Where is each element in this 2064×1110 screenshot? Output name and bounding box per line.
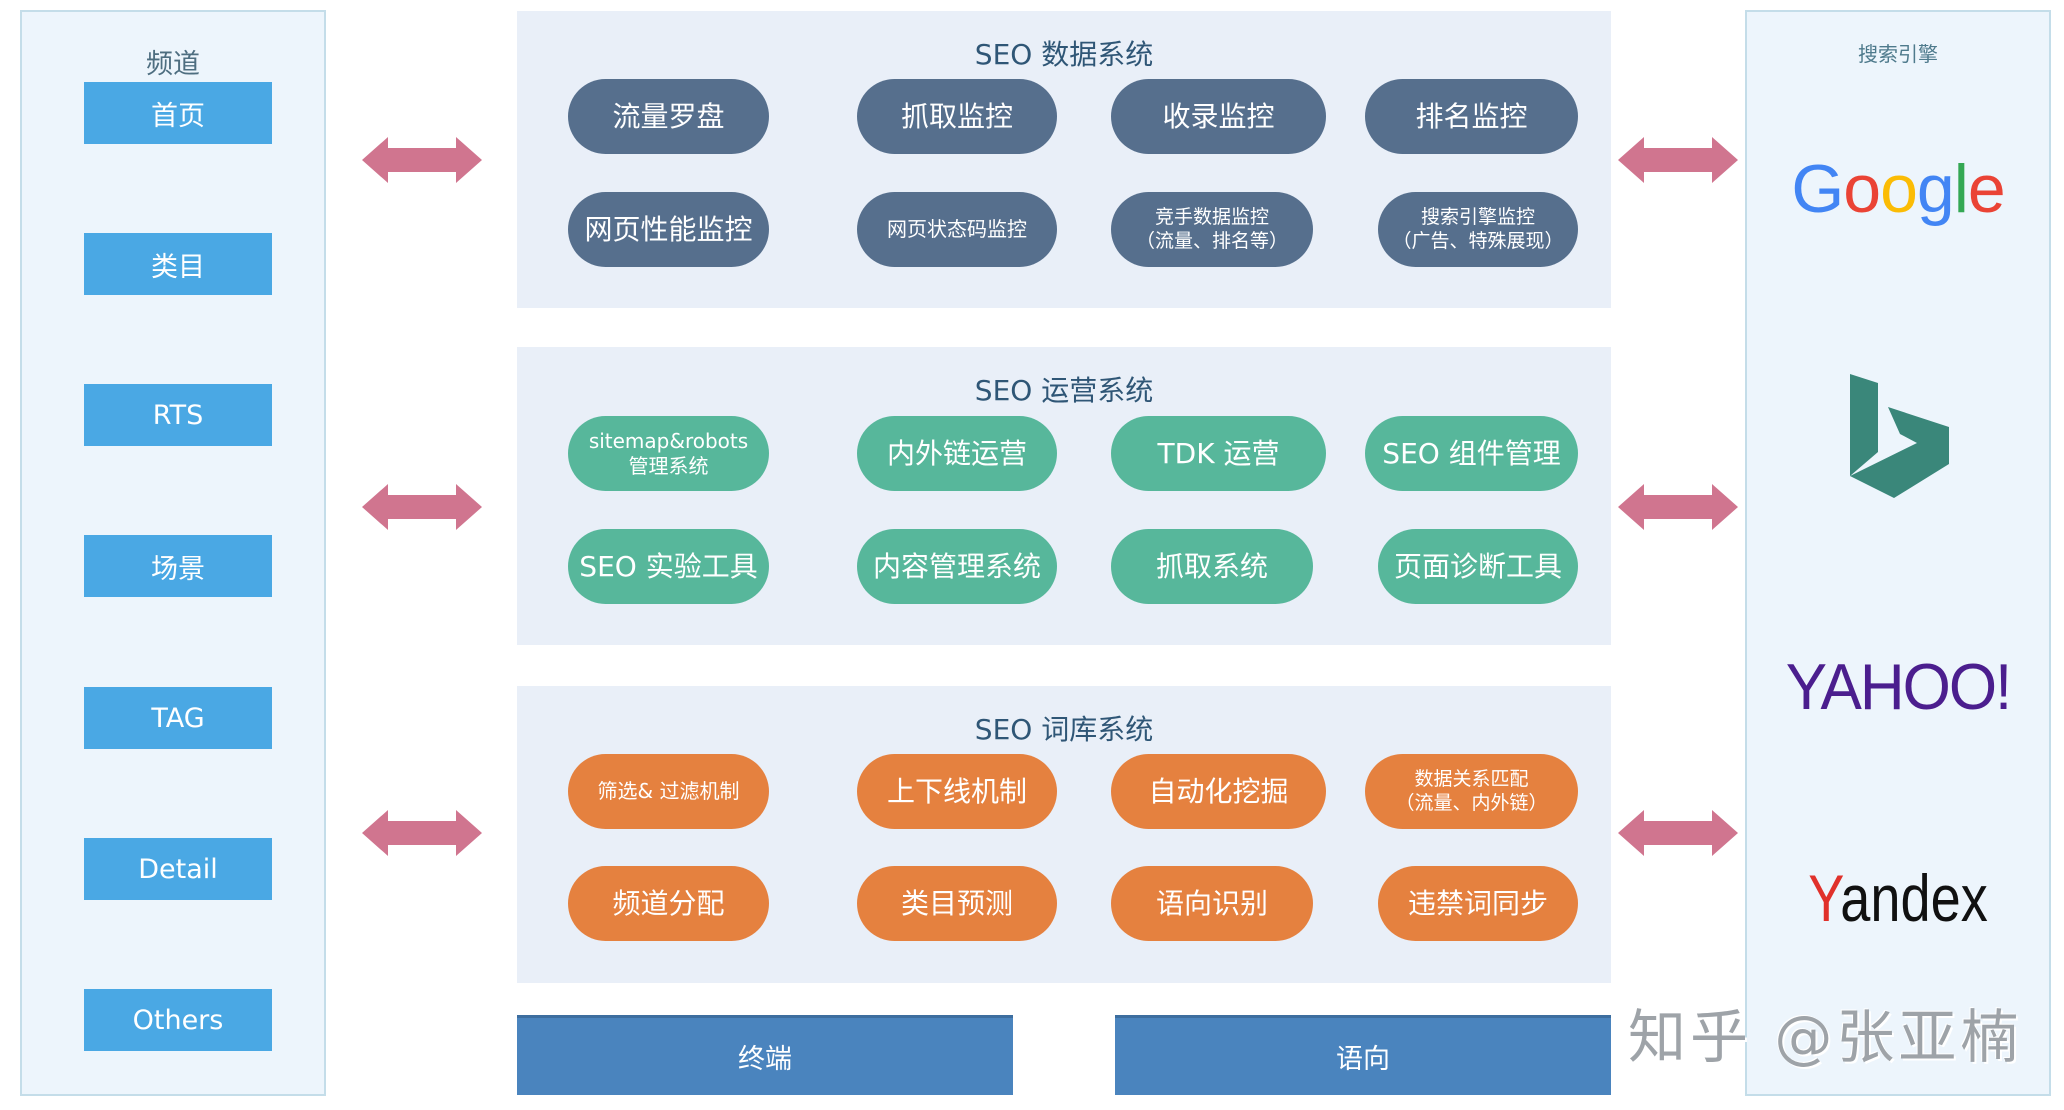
yandex-first-letter: Y: [1808, 861, 1841, 935]
system-item-label: 抓取监控: [900, 100, 1013, 133]
double-arrow-icon: [1618, 810, 1738, 856]
system-item[interactable]: 筛选& 过滤机制: [568, 754, 769, 829]
seo-operations-system-panel: SEO 运营系统 sitemap&robots 管理系统 内外链运营 TDK 运…: [517, 347, 1611, 645]
terminal-bar[interactable]: 终端: [517, 1015, 1013, 1095]
language-direction-bar[interactable]: 语向: [1115, 1015, 1611, 1095]
system-item-label: 内容管理系统: [872, 550, 1041, 583]
system-item-label: 网页状态码监控: [887, 217, 1027, 241]
yahoo-logo[interactable]: YAHOO!: [1785, 651, 2013, 724]
double-arrow-icon: [1618, 137, 1738, 183]
watermark: 知乎 @张亚楠: [1628, 1003, 2023, 1071]
double-arrow-icon: [362, 484, 482, 530]
system-item[interactable]: 页面诊断工具: [1378, 529, 1578, 604]
system-item-label: sitemap&robots: [588, 428, 749, 453]
panel-title: SEO 词库系统: [974, 713, 1154, 746]
system-item[interactable]: SEO 实验工具: [568, 529, 769, 604]
system-item-label: 排名监控: [1415, 100, 1528, 133]
double-arrow-icon: [362, 137, 482, 183]
search-engine-panel-title: 搜索引擎: [1858, 42, 1938, 66]
system-item[interactable]: TDK 运营: [1111, 416, 1326, 491]
system-item[interactable]: 内容管理系统: [857, 529, 1057, 604]
bing-logo-icon[interactable]: [1850, 374, 1950, 503]
channel-item-others[interactable]: Others: [84, 989, 272, 1051]
double-arrow-icon: [362, 810, 482, 856]
system-item[interactable]: 数据关系匹配 （流量、内外链）: [1365, 754, 1578, 829]
google-letter: G: [1791, 151, 1844, 227]
system-item[interactable]: 抓取系统: [1111, 529, 1313, 604]
system-item-label: 收录监控: [1162, 100, 1275, 133]
system-item[interactable]: 自动化挖掘: [1111, 754, 1326, 829]
system-item-label: 上下线机制: [886, 775, 1027, 808]
system-item-sublabel: 管理系统: [628, 453, 709, 478]
system-item[interactable]: 语向识别: [1111, 866, 1313, 941]
system-item[interactable]: 搜索引擎监控 （广告、特殊展现）: [1378, 192, 1578, 267]
google-letter: e: [1967, 151, 2006, 227]
system-item-label: 竞手数据监控: [1154, 205, 1269, 228]
system-item-label: 语向识别: [1155, 887, 1268, 920]
system-item[interactable]: 排名监控: [1365, 79, 1578, 154]
system-item-label: 抓取系统: [1155, 550, 1268, 583]
system-item[interactable]: 抓取监控: [857, 79, 1057, 154]
system-item-label: 违禁词同步: [1407, 887, 1548, 920]
panel-title: SEO 运营系统: [974, 374, 1154, 407]
system-item[interactable]: 内外链运营: [857, 416, 1057, 491]
system-item-label: 页面诊断工具: [1393, 550, 1562, 583]
seo-lexicon-system-panel: SEO 词库系统 筛选& 过滤机制 上下线机制 自动化挖掘 数据关系匹配 （流量…: [517, 686, 1611, 983]
panel-title: SEO 数据系统: [974, 38, 1154, 71]
system-item-label: SEO 组件管理: [1382, 437, 1561, 470]
system-item[interactable]: 网页性能监控: [568, 192, 769, 267]
system-item[interactable]: sitemap&robots 管理系统: [568, 416, 769, 491]
system-item-label: 筛选& 过滤机制: [597, 779, 740, 803]
system-item-label: 数据关系匹配: [1414, 767, 1529, 790]
channel-item-scene[interactable]: 场景: [84, 535, 272, 597]
channel-item-category[interactable]: 类目: [84, 233, 272, 295]
system-item[interactable]: 上下线机制: [857, 754, 1057, 829]
system-item[interactable]: 流量罗盘: [568, 79, 769, 154]
channel-item-rts[interactable]: RTS: [84, 384, 272, 446]
system-item-label: SEO 实验工具: [579, 550, 758, 583]
system-item-sublabel: （广告、特殊展现）: [1392, 229, 1564, 252]
channel-item-tag[interactable]: TAG: [84, 687, 272, 749]
channel-item-home[interactable]: 首页: [84, 82, 272, 144]
google-logo[interactable]: Google: [1747, 150, 2049, 228]
system-item-label: 内外链运营: [886, 437, 1027, 470]
system-item-label: 流量罗盘: [612, 100, 725, 133]
google-letter: o: [1880, 151, 1918, 227]
google-letter: o: [1843, 151, 1881, 227]
system-item-label: 自动化挖掘: [1148, 775, 1289, 808]
system-item[interactable]: 类目预测: [857, 866, 1057, 941]
search-engine-panel: 搜索引擎 Google YAHOO! Yandex: [1745, 10, 2051, 1096]
system-item[interactable]: SEO 组件管理: [1365, 416, 1578, 491]
channel-item-detail[interactable]: Detail: [84, 838, 272, 900]
google-letter: g: [1916, 151, 1955, 227]
google-letter: l: [1953, 151, 1969, 227]
system-item-label: TDK 运营: [1157, 437, 1280, 470]
system-item[interactable]: 竞手数据监控 （流量、排名等）: [1111, 192, 1313, 267]
system-item-label: 搜索引擎监控: [1420, 205, 1535, 228]
system-item-label: 频道分配: [612, 887, 725, 920]
yandex-logo[interactable]: Yandex: [1774, 860, 2022, 936]
system-item-sublabel: （流量、排名等）: [1135, 229, 1288, 252]
system-item[interactable]: 收录监控: [1111, 79, 1326, 154]
system-item[interactable]: 违禁词同步: [1378, 866, 1578, 941]
seo-data-system-panel: SEO 数据系统 流量罗盘 抓取监控 收录监控 排名监控 网页性能监控 网页状态…: [517, 11, 1611, 308]
yandex-rest-letters: andex: [1840, 861, 1988, 935]
system-item[interactable]: 频道分配: [568, 866, 769, 941]
system-item-label: 网页性能监控: [584, 213, 753, 246]
channel-panel: 频道 首页 类目 RTS 场景 TAG Detail Others: [20, 10, 326, 1096]
system-item-label: 类目预测: [900, 887, 1013, 920]
channel-panel-title: 频道: [146, 49, 200, 80]
system-item-sublabel: （流量、内外链）: [1395, 791, 1548, 814]
system-item[interactable]: 网页状态码监控: [857, 192, 1057, 267]
double-arrow-icon: [1618, 484, 1738, 530]
